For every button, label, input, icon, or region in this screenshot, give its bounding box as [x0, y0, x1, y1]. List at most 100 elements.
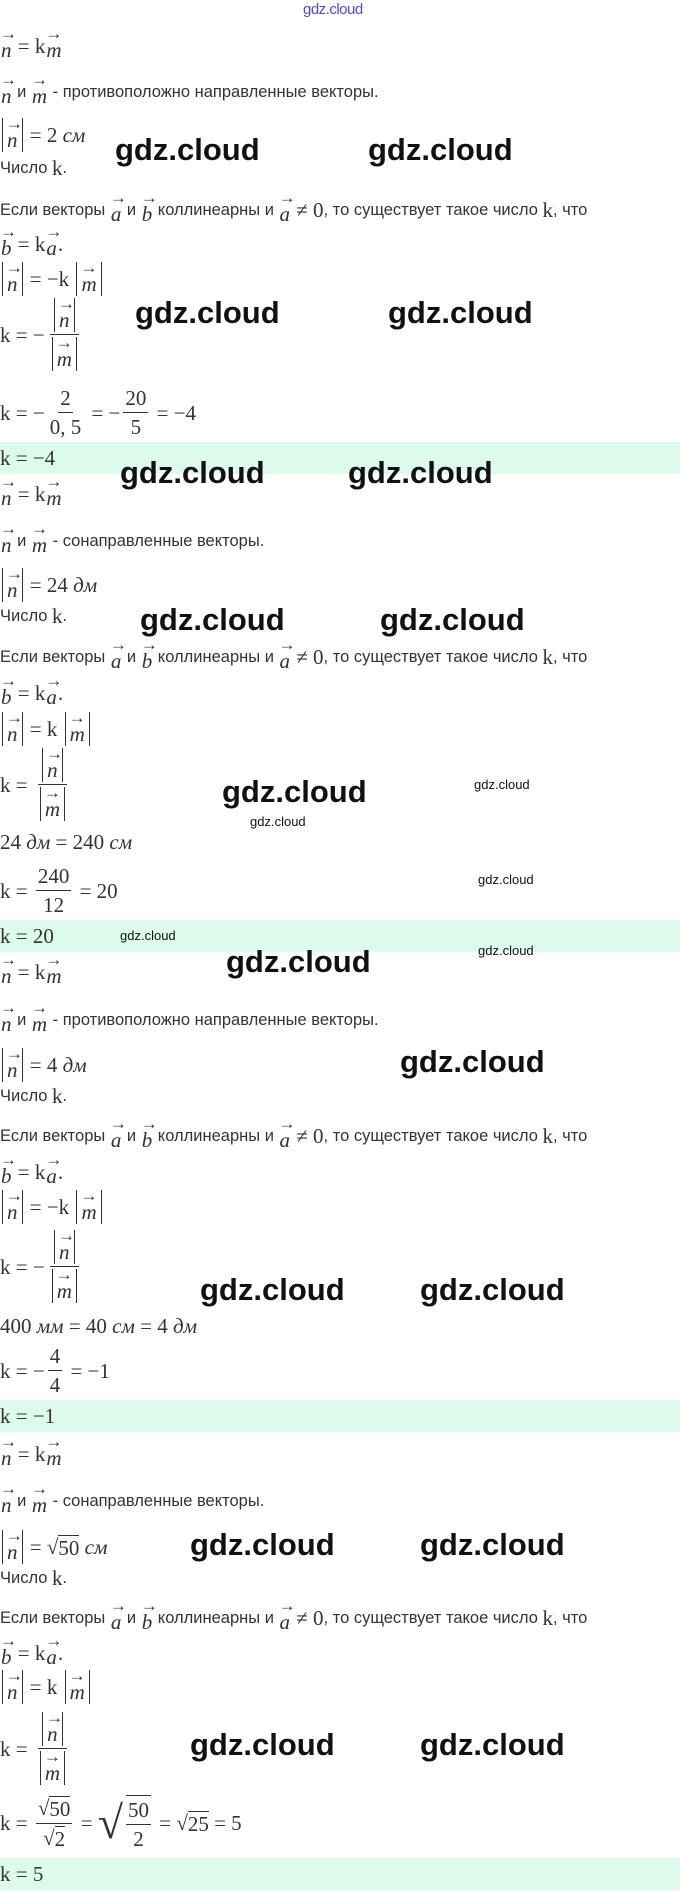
math-expression: k: [52, 604, 63, 628]
solution-line: n = km: [0, 1433, 63, 1470]
vector-symbol: n: [6, 565, 19, 602]
solution-line: b = ka.: [0, 1151, 63, 1188]
math-expression: .: [57, 232, 64, 256]
vector-symbol: b: [0, 1151, 13, 1188]
numerator: 50: [125, 1798, 151, 1825]
square-root: 50: [38, 1795, 71, 1821]
text-run: , что: [552, 1127, 588, 1145]
denominator: m: [48, 334, 81, 371]
math-expression: k =: [0, 878, 33, 903]
fraction: 2 0, 5: [48, 386, 84, 439]
math-expression: 0, 5: [49, 415, 82, 439]
math-expression: = −4: [151, 400, 197, 425]
square-root: 50: [47, 1534, 80, 1560]
text-run: - сонаправленные векторы.: [48, 1492, 265, 1510]
vector-magnitude: n: [2, 1187, 23, 1224]
vector-magnitude: n: [42, 1709, 63, 1746]
text-run: Число: [0, 1569, 53, 1587]
math-expression: k =: [0, 772, 33, 797]
answer-value: k = −1: [0, 1404, 56, 1428]
solution-line: Число k.: [0, 1566, 67, 1590]
radicand: 2: [54, 1825, 66, 1851]
vector-symbol: b: [141, 1597, 154, 1634]
solution-line: Число k.: [0, 156, 67, 180]
numerator: n: [38, 1709, 67, 1749]
solution-line: n = 50 см: [0, 1527, 107, 1564]
solution-line: 24 дм = 240 см: [0, 830, 132, 854]
denominator: m: [48, 1266, 81, 1303]
vector-symbol: m: [56, 1266, 73, 1303]
solution-line: Если векторы a и b коллинеарны и a ≠ 0, …: [0, 189, 588, 226]
solution-line: n и m - противоположно направленные вект…: [0, 999, 379, 1036]
vector-symbol: m: [80, 259, 97, 296]
solution-line: k = −nm: [0, 295, 84, 371]
vector-magnitude: n: [2, 1045, 23, 1082]
vector-symbol: m: [69, 1667, 86, 1704]
text-run: коллинеарны и: [153, 1127, 279, 1145]
text-run: .: [62, 159, 68, 177]
answer-highlight: k = −4: [0, 442, 680, 474]
numerator: n: [50, 295, 79, 335]
denominator: 5: [129, 413, 144, 439]
math-expression: k = −: [0, 1358, 45, 1383]
text-run: коллинеарны и: [153, 1609, 279, 1627]
vector-symbol: m: [31, 999, 48, 1036]
site-watermark-link[interactable]: gdz.cloud: [303, 1, 363, 18]
vector-symbol: a: [110, 1597, 123, 1634]
text-run: , что: [552, 201, 588, 219]
solution-line: n = 2 см: [0, 115, 86, 152]
watermark-text-small: gdz.cloud: [474, 777, 530, 792]
solution-line: n = km: [0, 473, 63, 510]
text-run: и: [122, 201, 141, 219]
unit-label: см: [62, 123, 86, 147]
vector-symbol: b: [141, 636, 154, 673]
text-run: , то существует такое число: [323, 1127, 543, 1145]
math-expression: = 240: [50, 830, 110, 854]
fraction: nm: [36, 745, 69, 821]
vector-symbol: a: [45, 1151, 58, 1188]
math-expression: = 5: [208, 1811, 242, 1835]
math-expression: = 4: [134, 1314, 173, 1338]
math-expression: ≠ 0: [291, 198, 324, 222]
watermark-text: gdz.cloud: [190, 1727, 335, 1762]
text-run: Если векторы: [0, 1609, 110, 1627]
math-expression: 2: [60, 386, 71, 410]
numerator: n: [38, 745, 67, 785]
vector-symbol: n: [0, 520, 13, 557]
answer-highlight: k = 20: [0, 920, 680, 952]
text-run: , что: [552, 648, 588, 666]
denominator: 2: [41, 1824, 67, 1851]
answer-highlight: k = −1: [0, 1400, 680, 1432]
math-expression: 400: [0, 1314, 37, 1338]
vector-magnitude: n: [54, 1227, 75, 1264]
text-run: и: [122, 648, 141, 666]
fraction: 502: [35, 1795, 73, 1851]
vector-symbol: m: [45, 951, 62, 988]
math-expression: .: [57, 1641, 64, 1665]
vector-symbol: n: [0, 999, 13, 1036]
vector-magnitude: n: [2, 709, 23, 746]
vector-symbol: a: [45, 223, 58, 260]
math-expression: 4: [49, 1373, 61, 1397]
text-run: и: [12, 83, 31, 101]
radicand: 50: [49, 1795, 71, 1821]
math-expression: = 40: [63, 1314, 113, 1338]
math-expression: k = −: [0, 400, 45, 425]
vector-symbol: n: [6, 1667, 19, 1704]
vector-magnitude: m: [64, 1667, 90, 1704]
math-expression: = k: [24, 1675, 63, 1699]
text-run: , что: [552, 1609, 588, 1627]
numerator: 20: [123, 386, 149, 413]
math-expression: = 2: [24, 123, 63, 147]
solution-line: n = 4 дм: [0, 1045, 87, 1082]
vector-symbol: b: [0, 1632, 13, 1669]
text-run: и: [122, 1609, 141, 1627]
vector-symbol: m: [31, 1480, 48, 1517]
answer-highlight: k = 5: [0, 1858, 680, 1890]
vector-magnitude: n: [2, 259, 23, 296]
watermark-text: gdz.cloud: [400, 1044, 545, 1079]
math-expression: 240: [37, 864, 70, 888]
numerator: 4: [47, 1344, 63, 1371]
